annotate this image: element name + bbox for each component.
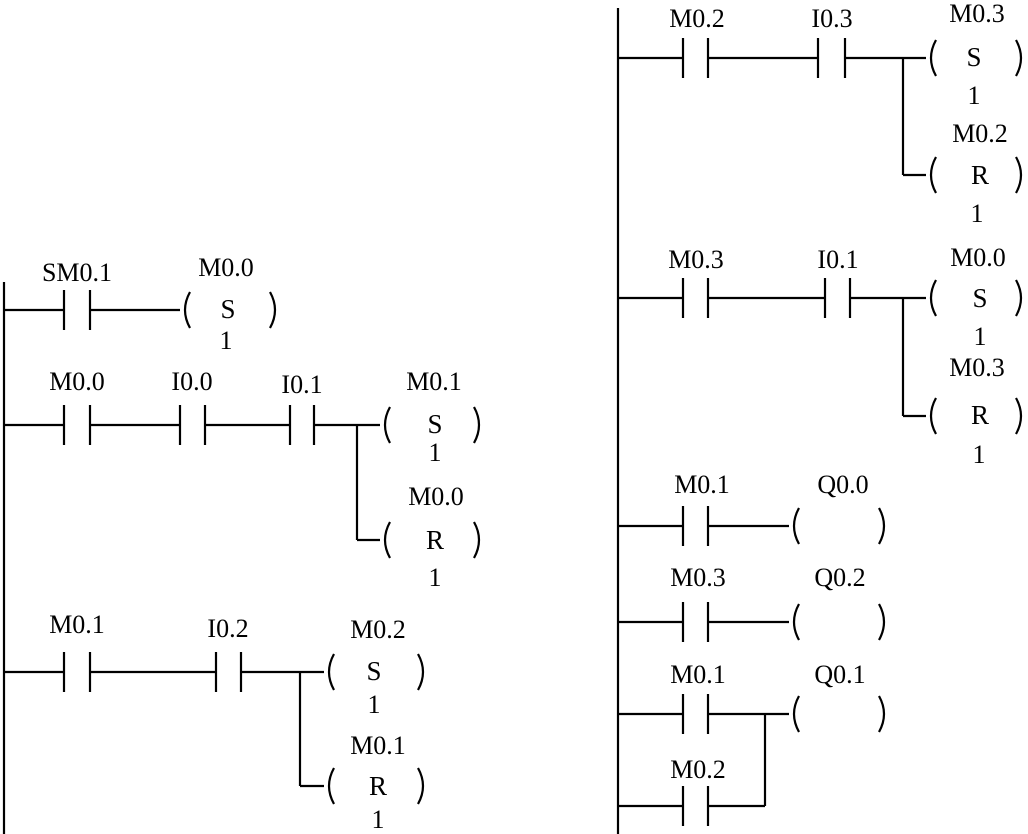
coil-op: S: [366, 656, 381, 686]
contact-label: M0.3: [670, 563, 726, 592]
contact-m0-3: M0.3: [668, 245, 724, 318]
coil-op: R: [971, 160, 989, 190]
coil-address: M0.2: [952, 119, 1008, 148]
contact-label: I0.3: [811, 4, 852, 33]
contact-label: M0.3: [668, 245, 724, 274]
coil-op: S: [972, 283, 987, 313]
contact-label: I0.0: [171, 367, 212, 396]
coil-count: 1: [372, 805, 385, 834]
contact-label: M0.1: [674, 470, 730, 499]
coil-count: 1: [429, 563, 442, 592]
contact-label: I0.2: [207, 614, 248, 643]
coil-address: M0.1: [406, 367, 462, 396]
coil-set-m0-0: M0.0 S 1: [183, 253, 277, 355]
contact-label: M0.0: [49, 367, 105, 396]
coil-reset-m0-1: M0.1 R 1: [327, 731, 425, 834]
contact-i0-1-right: I0.1: [817, 245, 859, 318]
contact-m0-3-right: M0.3: [670, 563, 726, 642]
contact-i0-1: I0.1: [281, 370, 323, 445]
coil-address: M0.0: [950, 243, 1006, 272]
coil-op: R: [369, 771, 387, 801]
contact-label: I0.1: [817, 245, 858, 274]
contact-label: M0.1: [49, 610, 105, 639]
network-left-3: M0.1 I0.2 M0.2 S 1 M0.1 R 1: [4, 610, 425, 834]
coil-op: S: [966, 42, 981, 72]
coil-address: M0.0: [198, 253, 254, 282]
network-left-2: M0.0 I0.0 I0.1 M0.1 S 1 M0.0 R: [4, 367, 481, 592]
coil-address: M0.3: [949, 0, 1005, 28]
coil-address: M0.0: [408, 482, 464, 511]
coil-op: S: [220, 294, 235, 324]
coil-address: Q0.2: [814, 563, 865, 592]
coil-op: R: [971, 400, 989, 430]
contact-m0-1-right-b: M0.1: [670, 660, 726, 734]
coil-set-m0-1: M0.1 S 1: [383, 367, 481, 467]
network-right-5: M0.1 M0.2 Q0.1: [618, 660, 886, 826]
coil-address: M0.1: [350, 731, 406, 760]
contact-sm0-1: SM0.1: [42, 258, 112, 330]
network-right-2: M0.3 I0.1 M0.0 S 1 M0.3 R 1: [618, 243, 1023, 469]
contact-label: M0.1: [670, 660, 726, 689]
network-left-1: SM0.1 M0.0 S 1: [4, 253, 277, 355]
coil-count: 1: [429, 438, 442, 467]
contact-i0-0: I0.0: [171, 367, 213, 445]
contact-label: SM0.1: [42, 258, 112, 287]
coil-set-m0-0-right: M0.0 S 1: [929, 243, 1023, 351]
contact-m0-2-parallel: M0.2: [670, 755, 726, 826]
coil-op: S: [427, 409, 442, 439]
contact-i0-2: I0.2: [207, 614, 249, 692]
coil-reset-m0-3: M0.3 R 1: [929, 353, 1023, 469]
coil-address: Q0.0: [817, 470, 868, 499]
coil-reset-m0-2: M0.2 R 1: [929, 119, 1023, 228]
coil-count: 1: [973, 440, 986, 469]
contact-label: M0.2: [670, 755, 726, 784]
contact-label: M0.2: [669, 4, 725, 33]
network-right-1: M0.2 I0.3 M0.3 S 1 M0.2 R 1: [618, 0, 1023, 228]
coil-op: R: [426, 525, 444, 555]
coil-set-m0-3: M0.3 S 1: [929, 0, 1023, 110]
contact-i0-3: I0.3: [811, 4, 853, 78]
coil-q0-0: Q0.0: [792, 470, 886, 545]
contact-label: I0.1: [281, 370, 322, 399]
contact-m0-2: M0.2: [669, 4, 725, 78]
network-right-3: M0.1 Q0.0: [618, 470, 886, 546]
coil-reset-m0-0: M0.0 R 1: [383, 482, 481, 592]
network-right-4: M0.3 Q0.2: [618, 563, 886, 642]
coil-q0-2: Q0.2: [792, 563, 886, 641]
contact-m0-1-right: M0.1: [674, 470, 730, 546]
coil-count: 1: [368, 690, 381, 719]
coil-set-m0-2: M0.2 S 1: [327, 615, 425, 719]
coil-count: 1: [974, 322, 987, 351]
coil-address: M0.3: [949, 353, 1005, 382]
coil-address: Q0.1: [814, 660, 865, 689]
coil-address: M0.2: [350, 615, 406, 644]
contact-m0-1: M0.1: [49, 610, 105, 692]
coil-count: 1: [971, 199, 984, 228]
coil-q0-1: Q0.1: [792, 660, 886, 733]
coil-count: 1: [220, 326, 233, 355]
coil-count: 1: [968, 81, 981, 110]
contact-m0-0: M0.0: [49, 367, 105, 445]
